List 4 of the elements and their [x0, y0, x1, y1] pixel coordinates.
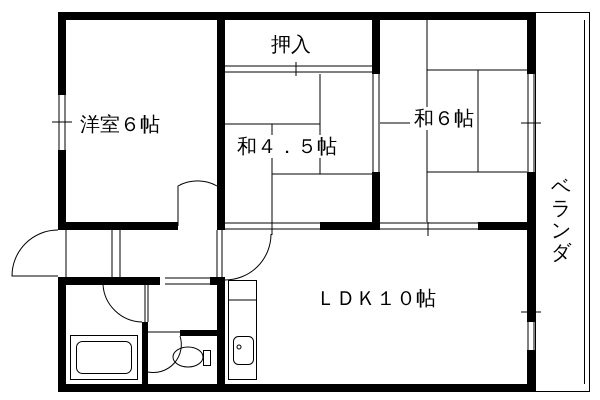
room-label: 押入: [271, 33, 311, 56]
room-label: 和６帖: [414, 107, 474, 130]
room-label: 洋室６帖: [80, 113, 160, 136]
room-label: 和４．５帖: [237, 135, 337, 158]
